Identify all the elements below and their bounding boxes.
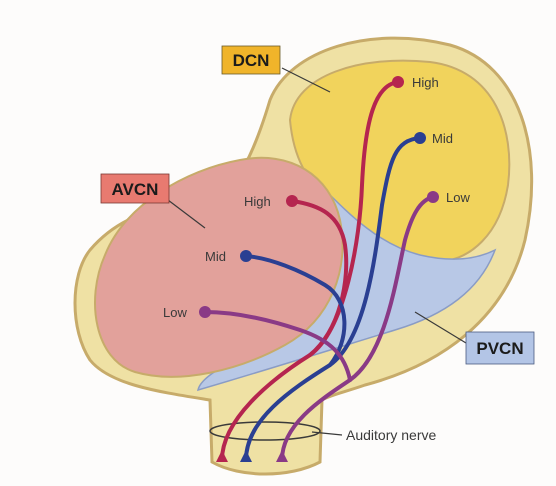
avcn-mid-terminal xyxy=(240,250,252,262)
avcn-tag: AVCN xyxy=(100,173,170,204)
dcn-tag: DCN xyxy=(221,45,281,75)
high-fiber-dcn-branch xyxy=(220,80,400,462)
high-fiber-avcn-branch xyxy=(290,199,349,357)
auditory-nerve-pointer xyxy=(311,431,343,436)
mid-fiber-dcn-branch xyxy=(244,136,422,462)
auditory-nerve-label: Auditory nerve xyxy=(346,427,436,443)
dcn-leader-line xyxy=(281,67,331,93)
dcn-low-label: Low xyxy=(446,190,470,205)
low-fiber-arrow xyxy=(276,450,288,462)
high-fiber-arrow xyxy=(216,450,228,462)
low-fiber-dcn-branch xyxy=(280,195,435,462)
dcn-high-label: High xyxy=(412,75,439,90)
avcn-low-terminal xyxy=(199,306,211,318)
avcn-low-label: Low xyxy=(163,305,187,320)
avcn-high-label: High xyxy=(244,194,271,209)
mid-fiber-arrow xyxy=(240,450,252,462)
avcn-high-terminal xyxy=(286,195,298,207)
dcn-high-terminal xyxy=(392,76,404,88)
avcn-tag-text: AVCN xyxy=(112,180,159,199)
dcn-mid-terminal xyxy=(414,132,426,144)
pvcn-tag-text: PVCN xyxy=(476,339,523,358)
avcn-leader-line xyxy=(167,199,206,229)
dcn-tag-text: DCN xyxy=(233,51,270,70)
dcn-low-terminal xyxy=(427,191,439,203)
pvcn-leader-line xyxy=(414,311,467,344)
avcn-mid-label: Mid xyxy=(205,249,226,264)
low-fiber-avcn-branch xyxy=(203,310,352,382)
mid-fiber-avcn-branch xyxy=(244,254,347,367)
auditory-nerve-ring xyxy=(209,421,321,441)
dcn-mid-label: Mid xyxy=(432,131,453,146)
pvcn-tag: PVCN xyxy=(465,331,535,365)
